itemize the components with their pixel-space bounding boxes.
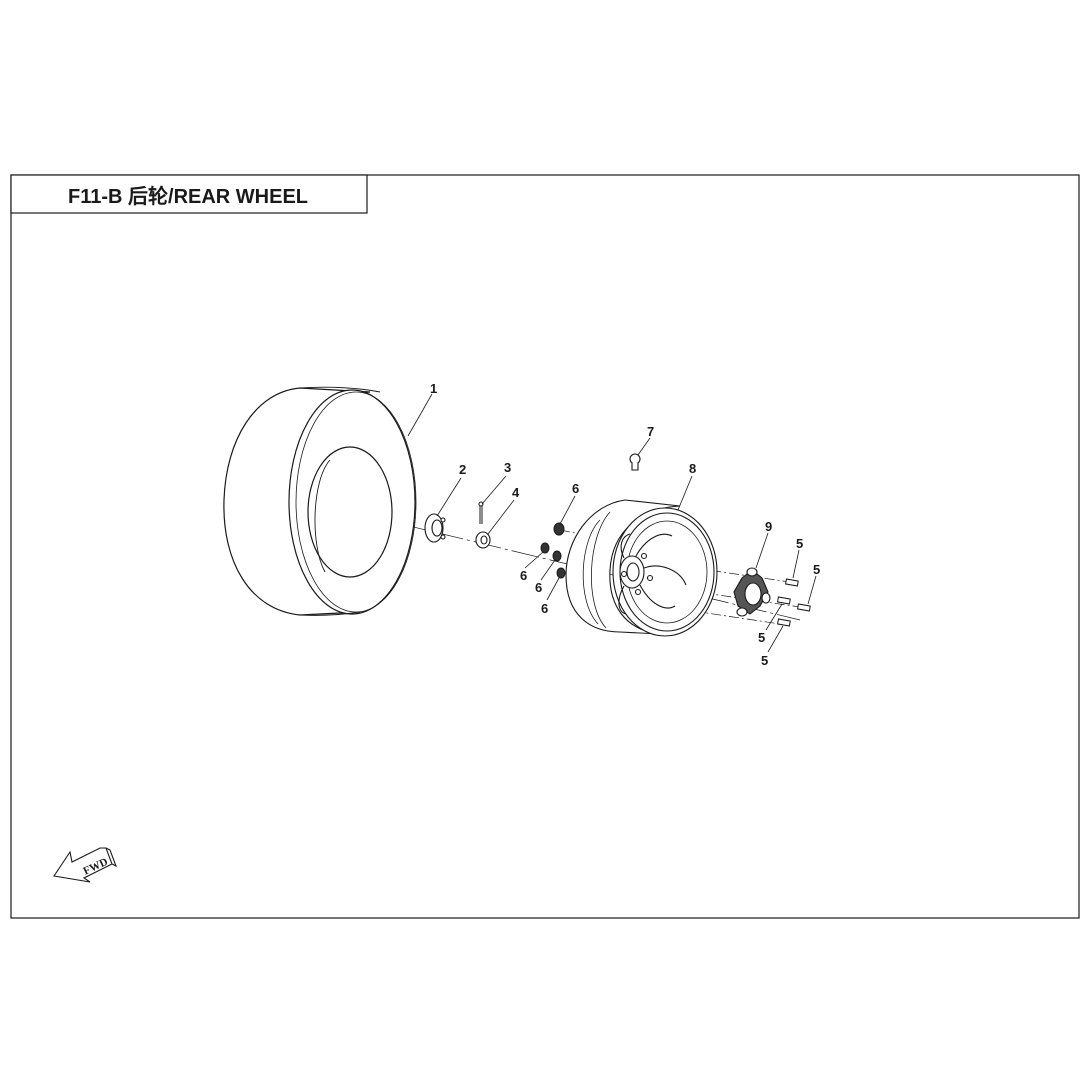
leader-6c: [540, 559, 556, 581]
fwd-direction-arrow: FWD: [53, 847, 118, 883]
hub-bolt-1: [784, 578, 799, 587]
hub-ear-bottom: [736, 607, 748, 617]
rim-spoke-4: [618, 585, 627, 615]
tire-inner-shade: [314, 459, 331, 573]
hub-bolt-4: [776, 618, 791, 627]
lug-nut-3: [552, 550, 562, 562]
title-box: [10, 174, 368, 214]
leader-5d: [767, 625, 784, 653]
leader-9: [755, 532, 769, 569]
rim-back-edge: [582, 519, 601, 625]
leader-1: [407, 393, 433, 437]
rim-spoke-2: [643, 565, 687, 586]
cotter-pin-eye: [478, 501, 484, 507]
hub-bolt-2: [776, 596, 791, 605]
leader-8: [677, 475, 693, 511]
leader-2: [436, 477, 462, 517]
rim-spoke-5: [620, 533, 631, 559]
callout-4: 4: [512, 485, 520, 500]
rim-stud-hole-2: [646, 574, 654, 582]
leader-4: [487, 499, 515, 535]
callout-5c: 5: [758, 630, 765, 645]
leader-6d: [546, 577, 560, 601]
callout-1: 1: [430, 381, 437, 396]
hub-ear-right: [761, 592, 771, 604]
callout-6d: 6: [541, 601, 548, 616]
dust-seal: [424, 513, 446, 543]
lug-nuts: [540, 522, 566, 579]
castle-nut-hole: [480, 535, 488, 545]
callout-7: 7: [647, 424, 654, 439]
rim-stud-hole-4: [620, 570, 628, 578]
lug-nut-1: [553, 522, 565, 536]
rim-back-edge-2: [591, 511, 611, 629]
leader-6b: [524, 551, 544, 569]
leader-5b: [807, 575, 817, 605]
rim-stud-hole-1: [640, 552, 648, 560]
valve-stem-cap: [629, 453, 641, 465]
callout-6b: 6: [520, 568, 527, 583]
tire-top-line: [299, 386, 381, 393]
lug-nut-4: [556, 567, 566, 579]
leader-6a: [559, 495, 576, 525]
hub-ear-top: [746, 567, 758, 577]
tire-sidewall-edge: [295, 391, 417, 613]
valve-stem: [629, 453, 641, 471]
leader-5c: [765, 603, 783, 631]
wheel-rim: [565, 499, 718, 637]
callout-5a: 5: [796, 536, 803, 551]
callout-3: 3: [504, 460, 511, 475]
callouts: 1 2 3 4 5 5 5 5 6 6 6 6 7 8 9: [430, 381, 820, 668]
hub-center: [744, 582, 762, 606]
lug-nut-2: [540, 542, 550, 554]
tire-bottom-line: [299, 611, 361, 616]
hub-bolts: [776, 578, 811, 627]
rim-center-bore: [626, 562, 640, 582]
callout-5b: 5: [813, 562, 820, 577]
tire: [223, 386, 417, 616]
rim-spoke-3: [639, 584, 676, 609]
hub-bolt-3: [796, 603, 811, 612]
valve-stem-body: [631, 463, 639, 471]
callout-6c: 6: [535, 580, 542, 595]
wheel-hub: [733, 567, 771, 617]
castle-nut: [475, 531, 491, 549]
drawing-frame: [10, 174, 1080, 919]
rim-spoke-1: [635, 533, 673, 557]
callout-9: 9: [765, 519, 772, 534]
callout-2: 2: [459, 462, 466, 477]
title-block: F11-B 后轮/REAR WHEEL: [10, 174, 368, 214]
page-title: F11-B 后轮/REAR WHEEL: [68, 184, 308, 208]
dust-seal-tab-2: [440, 534, 446, 540]
rim-stud-hole-3: [634, 588, 642, 596]
leader-3: [481, 475, 507, 505]
callout-6a: 6: [572, 481, 579, 496]
tire-bead-inner: [307, 446, 393, 578]
dust-seal-tab-1: [440, 517, 446, 523]
callout-8: 8: [689, 461, 696, 476]
dust-seal-inner: [431, 519, 443, 537]
rim-outer-flange: [612, 507, 718, 637]
leader-5a: [792, 549, 800, 579]
leader-7: [637, 437, 651, 456]
leader-lines: [407, 393, 817, 653]
fwd-arrow-depth: [105, 847, 118, 868]
callout-5d: 5: [761, 653, 768, 668]
cotter-pin: [478, 501, 484, 524]
